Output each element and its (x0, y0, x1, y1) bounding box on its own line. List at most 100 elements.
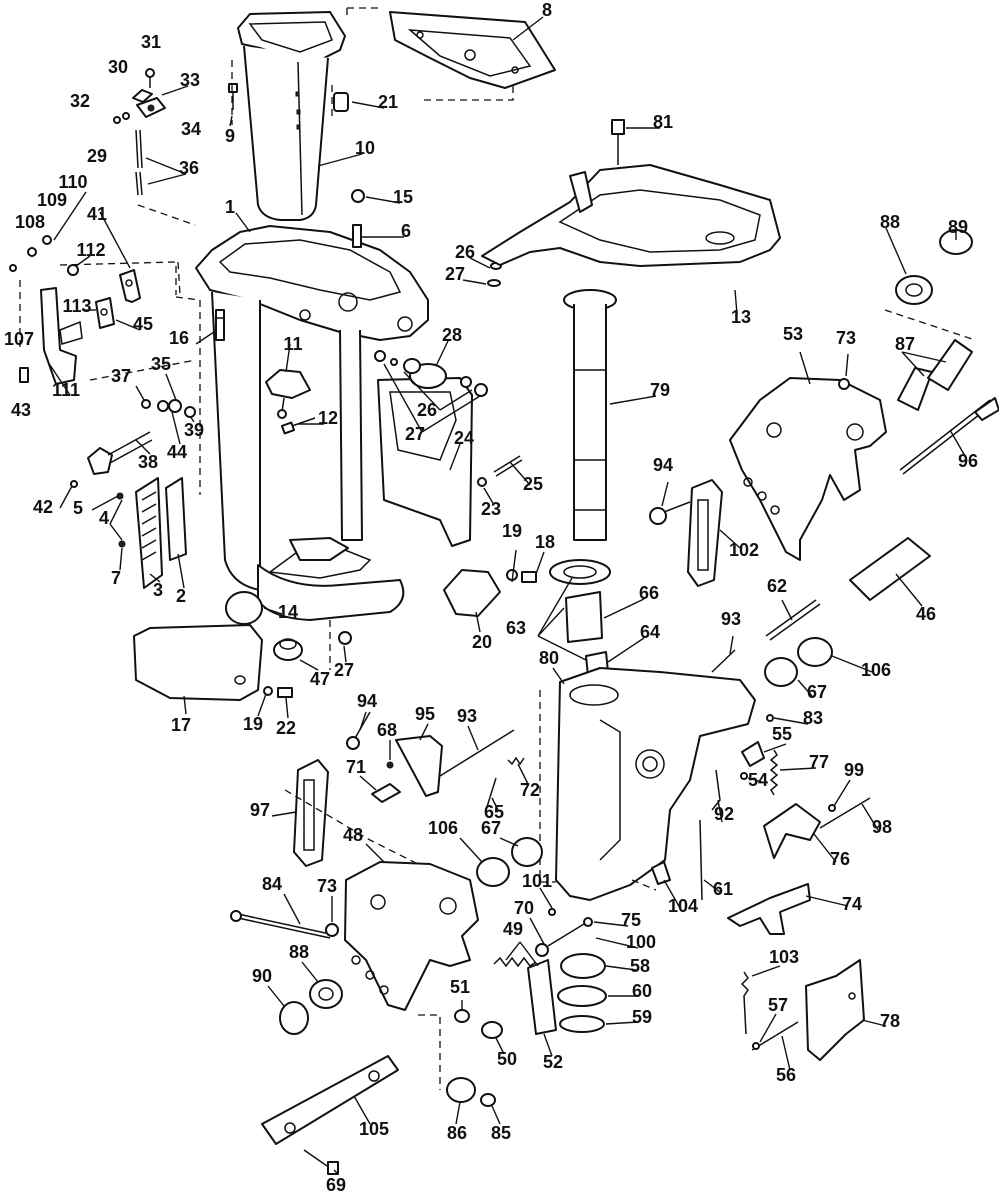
part-94-bolt-upper (649, 501, 691, 525)
callout-label: 57 (768, 995, 788, 1015)
part-92-spring (711, 769, 721, 811)
part-90-bushing (279, 1001, 309, 1035)
part-102-link (687, 479, 723, 587)
callout-label: 34 (181, 119, 201, 139)
part-14-cap (225, 591, 263, 625)
part-93-pin-lower (439, 729, 515, 777)
part-15-nut (351, 189, 365, 203)
callout-label: 84 (262, 874, 282, 894)
callout-label: 1 (225, 197, 235, 217)
callout-label: 58 (630, 956, 650, 976)
part-22-screw (277, 687, 293, 698)
callout-label: 13 (731, 307, 751, 327)
callout-label: 35 (151, 354, 171, 374)
part-28-mount (374, 350, 488, 397)
callout-label: 41 (87, 204, 107, 224)
callout-label: 73 (317, 876, 337, 896)
callout-label: 9 (225, 126, 235, 146)
part-6-stud (352, 224, 362, 248)
part-98-rod (819, 797, 871, 829)
callout-label: 8 (542, 0, 552, 20)
callout-label: 87 (895, 334, 915, 354)
part-106-washer-lower (476, 857, 510, 887)
callout-label: 26 (417, 400, 437, 420)
callout-label: 5 (73, 498, 83, 518)
part-55-lever (741, 741, 765, 767)
callout-label: 43 (11, 400, 31, 420)
part-70-pin (535, 923, 585, 957)
part-76-bracket (763, 803, 821, 859)
callout-label: 77 (809, 752, 829, 772)
callout-label: 93 (457, 706, 477, 726)
part-gasket-plate (389, 11, 556, 89)
callout-label: 29 (87, 146, 107, 166)
callout-label: 10 (355, 138, 375, 158)
callout-label: 86 (447, 1123, 467, 1143)
part-88-nut-lower (309, 979, 343, 1009)
callout-label: 68 (377, 720, 397, 740)
callout-label: 45 (133, 314, 153, 334)
callout-label: 42 (33, 497, 53, 517)
callout-label: 22 (276, 718, 296, 738)
callout-label: 27 (405, 424, 425, 444)
part-67-bushing-upper (764, 657, 798, 687)
part-85-nut (480, 1093, 496, 1107)
part-25-bolt (477, 455, 523, 487)
callout-label: 32 (70, 91, 90, 111)
callout-label: 47 (310, 669, 330, 689)
callout-label: 3 (153, 580, 163, 600)
callout-label: 96 (958, 451, 978, 471)
callout-label: 104 (668, 896, 698, 916)
part-94-bolt-lower (346, 711, 371, 750)
callout-label: 16 (169, 328, 189, 348)
callout-label: 63 (506, 618, 526, 638)
callout-label: 109 (37, 190, 67, 210)
part-60-ring (557, 985, 607, 1007)
callout-label: 11 (283, 334, 302, 354)
part-20-bracket (443, 569, 501, 617)
callout-label: 92 (714, 804, 734, 824)
part-81-bolt (611, 119, 625, 165)
callout-label: 79 (650, 380, 670, 400)
part-103-spring (740, 971, 749, 1035)
callout-label: 102 (729, 540, 759, 560)
callout-label: 107 (4, 329, 34, 349)
callout-label: 93 (721, 609, 741, 629)
callout-label: 113 (62, 296, 91, 316)
part-26-27-pins (487, 262, 502, 287)
callout-label: 33 (180, 70, 200, 90)
callout-label: 66 (639, 583, 659, 603)
callout-label: 14 (278, 602, 298, 622)
part-80-swivel-bracket (555, 667, 756, 901)
callout-label: 36 (179, 158, 199, 178)
part-53-stern-bracket (729, 377, 887, 561)
part-95-link (395, 735, 443, 797)
part-61-rod (699, 819, 703, 901)
part-exhaust-housing (237, 11, 346, 221)
callout-label: 17 (171, 715, 191, 735)
callout-label: 76 (830, 849, 850, 869)
part-19-washer (263, 686, 273, 696)
callout-label: 4 (99, 508, 109, 528)
part-68-pin (386, 761, 394, 769)
callout-label: 25 (523, 474, 543, 494)
callout-label: 19 (243, 714, 263, 734)
part-midsection-housing (195, 225, 429, 621)
callout-label: 18 (535, 532, 555, 552)
callout-label: 112 (76, 240, 105, 260)
callout-label: 24 (454, 428, 474, 448)
callout-label: 31 (141, 32, 161, 52)
callout-label: 53 (783, 324, 803, 344)
callout-label: 64 (640, 622, 660, 642)
callout-label: 26 (455, 242, 475, 262)
callout-label: 51 (450, 977, 470, 997)
part-73-nut-upper (838, 378, 850, 390)
part-48-stern-bracket (344, 861, 479, 1011)
part-18-bolt (521, 571, 537, 583)
callout-label: 65 (484, 802, 504, 822)
callout-label: 44 (167, 442, 187, 462)
part-72-spring (507, 756, 525, 766)
part-16-stud (215, 309, 225, 341)
